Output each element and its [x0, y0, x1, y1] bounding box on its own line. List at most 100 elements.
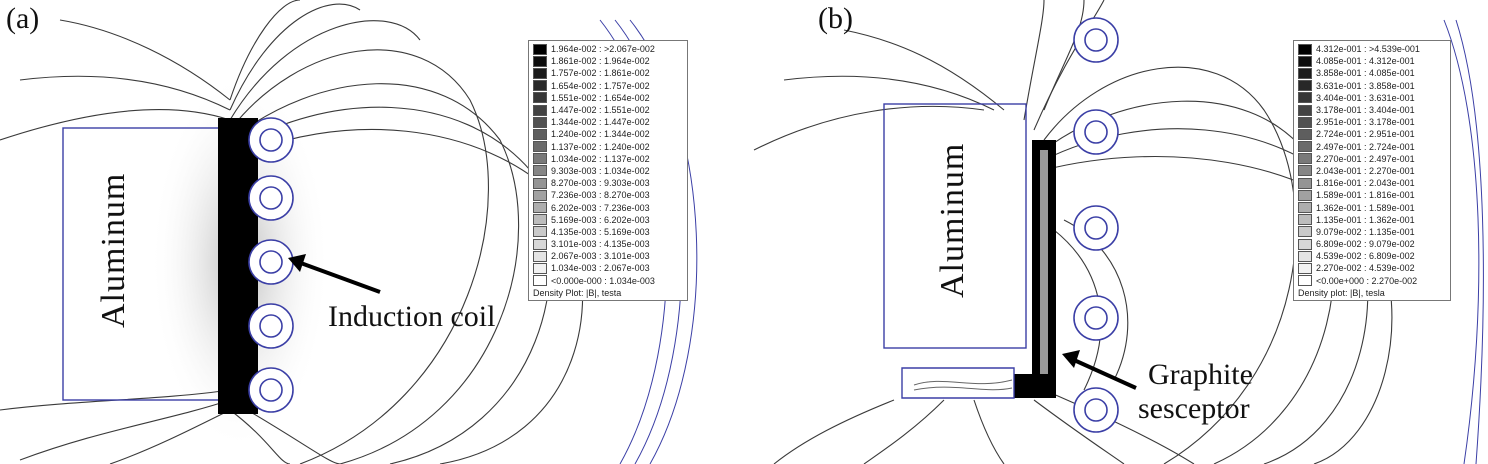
legend-row: 4.312e-001 : >4.539e-001 — [1294, 43, 1450, 55]
legend-range-label: 9.079e-002 : 1.135e-001 — [1316, 226, 1415, 237]
induction-coils — [1073, 17, 1119, 433]
legend-swatch — [533, 238, 547, 250]
legend-range-label: 2.270e-001 : 2.497e-001 — [1316, 153, 1415, 164]
legend-row: 2.724e-001 : 2.951e-001 — [1294, 128, 1450, 140]
legend-range-label: 8.270e-003 : 9.303e-003 — [551, 178, 650, 189]
legend-swatch — [533, 189, 547, 201]
legend-range-label: 4.135e-003 : 5.169e-003 — [551, 226, 650, 237]
legend-row: 2.951e-001 : 3.178e-001 — [1294, 116, 1450, 128]
legend-swatch — [533, 226, 547, 238]
legend-row: 4.539e-002 : 6.809e-002 — [1294, 250, 1450, 262]
legend-range-label: 1.861e-002 : 1.964e-002 — [551, 56, 650, 67]
legend-swatch — [533, 250, 547, 262]
legend-swatch — [533, 141, 547, 153]
legend-range-label: 3.101e-003 : 4.135e-003 — [551, 239, 650, 250]
legend-range-label: 5.169e-003 : 6.202e-003 — [551, 214, 650, 225]
legend-row: 9.079e-002 : 1.135e-001 — [1294, 226, 1450, 238]
legend-row: 1.654e-002 : 1.757e-002 — [529, 80, 687, 92]
legend-swatch — [533, 165, 547, 177]
arrow-icon — [1062, 350, 1137, 390]
legend-range-label: 2.951e-001 : 3.178e-001 — [1316, 117, 1415, 128]
legend-row: 3.404e-001 : 3.631e-001 — [1294, 92, 1450, 104]
legend-range-label: 2.270e-002 : 4.539e-002 — [1316, 263, 1415, 274]
legend-row: 1.240e-002 : 1.344e-002 — [529, 128, 687, 140]
legend-row: <0.000e-000 : 1.034e-003 — [529, 275, 687, 287]
legend-swatch — [1298, 67, 1312, 79]
legend-swatch — [1298, 116, 1312, 128]
legend-range-label: 1.362e-001 : 1.589e-001 — [1316, 202, 1415, 213]
panel-label-a: (a) — [6, 2, 40, 35]
legend-range-label: 1.137e-002 : 1.240e-002 — [551, 141, 650, 152]
legend-swatch — [1298, 262, 1312, 274]
legend-range-label: 3.858e-001 : 4.085e-001 — [1316, 68, 1415, 79]
legend-swatch — [1298, 104, 1312, 116]
legend-swatch — [1298, 226, 1312, 238]
legend-row: 8.270e-003 : 9.303e-003 — [529, 177, 687, 189]
legend-range-label: 3.178e-001 : 3.404e-001 — [1316, 105, 1415, 116]
legend-swatch — [533, 55, 547, 67]
legend-range-label: 4.085e-001 : 4.312e-001 — [1316, 56, 1415, 67]
legend-range-label: 1.447e-002 : 1.551e-002 — [551, 105, 650, 116]
legend-caption: Density plot: |B|, tesla — [1298, 287, 1385, 298]
legend-swatch — [533, 202, 547, 214]
legend-range-label: 6.202e-003 : 7.236e-003 — [551, 202, 650, 213]
legend-row: 1.034e-003 : 2.067e-003 — [529, 262, 687, 274]
boundary-arcs — [1443, 19, 1484, 464]
legend-row: 1.816e-001 : 2.043e-001 — [1294, 177, 1450, 189]
legend-swatch — [533, 116, 547, 128]
legend-range-label: 6.809e-002 : 9.079e-002 — [1316, 239, 1415, 250]
legend-swatch — [533, 177, 547, 189]
legend-range-label: 3.404e-001 : 3.631e-001 — [1316, 92, 1415, 103]
legend-swatch — [533, 67, 547, 79]
legend-swatch — [1298, 214, 1312, 226]
aluminum-block-outline — [883, 103, 1027, 349]
legend-range-label: 1.589e-001 : 1.816e-001 — [1316, 190, 1415, 201]
susceptor-annotation-line1: Graphite — [1148, 358, 1253, 391]
legend-swatch — [1298, 55, 1312, 67]
legend-swatch — [1298, 275, 1312, 287]
legend-row: 7.236e-003 : 8.270e-003 — [529, 189, 687, 201]
legend-row: 2.270e-001 : 2.497e-001 — [1294, 153, 1450, 165]
legend-row: 2.497e-001 : 2.724e-001 — [1294, 141, 1450, 153]
legend-swatch — [1298, 92, 1312, 104]
legend-range-label: 1.034e-002 : 1.137e-002 — [551, 153, 650, 164]
legend-range-label: 1.551e-002 : 1.654e-002 — [551, 92, 650, 103]
legend-swatch — [1298, 165, 1312, 177]
legend-range-label: 1.034e-003 : 2.067e-003 — [551, 263, 650, 274]
legend-row: 1.137e-002 : 1.240e-002 — [529, 141, 687, 153]
legend-swatch — [533, 43, 547, 55]
legend-swatch — [1298, 80, 1312, 92]
panel-a: (a) Aluminum Induction coil 1.964e-002 :… — [0, 0, 698, 464]
arrow-icon — [288, 254, 381, 294]
legend-row: 1.135e-001 : 1.362e-001 — [1294, 214, 1450, 226]
legend-row: 1.362e-001 : 1.589e-001 — [1294, 201, 1450, 214]
legend-swatch — [533, 275, 547, 287]
legend-row: 1.551e-002 : 1.654e-002 — [529, 92, 687, 104]
legend-range-label: 1.964e-002 : >2.067e-002 — [551, 44, 655, 55]
susceptor-annotation-line2: sesceptor — [1138, 392, 1250, 425]
legend-range-label: 9.303e-003 : 1.034e-002 — [551, 165, 650, 176]
legend-swatch — [1298, 141, 1312, 153]
legend-range-label: <0.00e+000 : 2.270e-002 — [1316, 275, 1418, 286]
legend-row: 1.344e-002 : 1.447e-002 — [529, 116, 687, 128]
legend-swatch — [1298, 189, 1312, 201]
legend-swatch — [1298, 43, 1312, 55]
legend-range-label: 7.236e-003 : 8.270e-003 — [551, 190, 650, 201]
legend-swatch — [533, 153, 547, 165]
legend-row: <0.00e+000 : 2.270e-002 — [1294, 275, 1450, 287]
legend-range-label: 1.135e-001 : 1.362e-001 — [1316, 214, 1415, 225]
legend-row: 5.169e-003 : 6.202e-003 — [529, 214, 687, 226]
legend-swatch — [1298, 177, 1312, 189]
legend-range-label: 1.240e-002 : 1.344e-002 — [551, 129, 650, 140]
legend-range-label: 1.654e-002 : 1.757e-002 — [551, 80, 650, 91]
legend-range-label: 2.067e-003 : 3.101e-003 — [551, 251, 650, 262]
legend-range-label: 1.757e-002 : 1.861e-002 — [551, 68, 650, 79]
legend-range-label: <0.000e-000 : 1.034e-003 — [551, 275, 655, 286]
legend-swatch — [533, 128, 547, 140]
legend-row: 1.589e-001 : 1.816e-001 — [1294, 189, 1450, 201]
material-label-b: Aluminum — [934, 142, 971, 298]
legend-range-label: 2.043e-001 : 2.270e-001 — [1316, 165, 1415, 176]
